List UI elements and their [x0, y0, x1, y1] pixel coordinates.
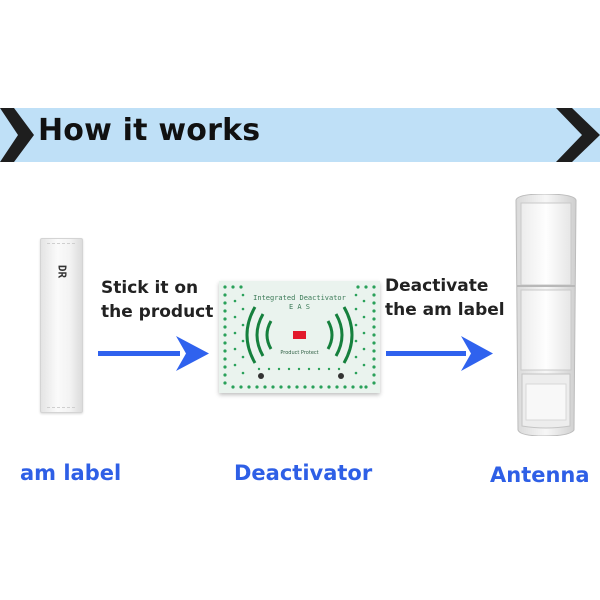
step1-line2: the product	[101, 302, 214, 322]
tag-mark: DR	[55, 264, 68, 279]
step2-line1: Deactivate	[385, 276, 489, 296]
page-title: How it works	[38, 113, 261, 148]
left-chevron-icon	[0, 108, 34, 162]
arrow-right-icon	[98, 336, 209, 371]
deactivator-pad-heading: Integrated Deactivator	[253, 294, 346, 302]
caption-deactivator: Deactivator	[234, 461, 373, 485]
step1-line1: Stick it on	[101, 278, 199, 298]
deactivator-pad-subheading: E A S	[288, 303, 311, 311]
deactivator-pad-small-label: Product Protect	[280, 350, 319, 356]
am-label-tag-image: DR	[40, 238, 83, 413]
caption-am-label: am label	[20, 461, 122, 485]
antenna-image	[515, 194, 577, 436]
step2-line2: the am label	[385, 300, 505, 320]
header-banner	[0, 108, 600, 162]
step1-text: Stick it on the product	[101, 276, 213, 324]
arrow-right-icon	[386, 336, 493, 371]
caption-antenna: Antenna	[490, 463, 590, 487]
step2-text: Deactivate the am label	[385, 274, 505, 322]
right-chevron-icon	[556, 108, 600, 162]
deactivator-pad-image: Integrated Deactivator E A S Product Pro…	[219, 281, 380, 393]
